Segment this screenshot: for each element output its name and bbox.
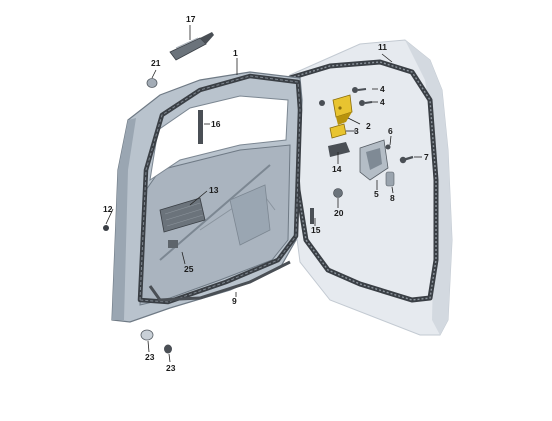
- callout-14: 15: [311, 225, 321, 235]
- lower-door-seal: [148, 260, 291, 302]
- insulation-texture: [164, 202, 204, 227]
- callout-25: 25: [184, 264, 194, 274]
- callout-labels: 17 1 11 21 16 4 4 2 3 6 7 14 5 8 20 15 1…: [103, 14, 429, 373]
- window-channel-strip: [198, 110, 203, 144]
- screw-part: [103, 225, 109, 231]
- callout-11: 12: [103, 204, 113, 214]
- callout-16: 17: [186, 14, 196, 24]
- striker-bolt: [399, 155, 414, 164]
- callout-20: 23: [145, 352, 155, 362]
- lock-cover: [385, 171, 395, 187]
- callout-4a: 4: [380, 84, 385, 94]
- lock-screw: [385, 144, 391, 150]
- callout-17: 20: [334, 208, 344, 218]
- callout-6: 6: [388, 126, 393, 136]
- door-shell-edge: [112, 118, 136, 320]
- door-lock: [359, 139, 389, 181]
- edge-strip: [310, 208, 314, 224]
- callout-12: 13: [209, 185, 219, 195]
- body-panel-shade: [405, 40, 452, 335]
- cap-part: [140, 329, 154, 341]
- body-seal-inner: [289, 61, 437, 301]
- callout-13: 14: [332, 164, 342, 174]
- door-seal-highlight: [139, 75, 301, 303]
- sealant-tube: [169, 32, 214, 61]
- callout-2: 2: [366, 121, 371, 131]
- callout-9: 9: [232, 296, 237, 306]
- callout-5: 5: [374, 189, 379, 199]
- callout-15: 16: [211, 119, 221, 129]
- door-brace: [159, 164, 271, 261]
- callout-23: 23: [166, 363, 176, 373]
- check-strap-pad: [328, 142, 350, 157]
- hinge-assembly: [329, 94, 353, 139]
- plug-17: [333, 188, 343, 198]
- hinge-screws: [319, 87, 373, 106]
- callout-8: 8: [390, 193, 395, 203]
- callout-10: 11: [378, 42, 387, 52]
- callout-4b: 4: [380, 97, 385, 107]
- clip-part: [168, 240, 178, 248]
- plug-part: [146, 78, 158, 88]
- callout-21: 21: [151, 58, 161, 68]
- callout-3: 3: [354, 126, 359, 136]
- leader-lines: [105, 25, 422, 363]
- door-inner-panel: [139, 144, 291, 306]
- callout-1: 1: [233, 48, 238, 58]
- grommet-part: [164, 344, 172, 354]
- door-cutout: [229, 184, 271, 246]
- callout-7: 7: [424, 152, 429, 162]
- window-opening: [149, 95, 289, 182]
